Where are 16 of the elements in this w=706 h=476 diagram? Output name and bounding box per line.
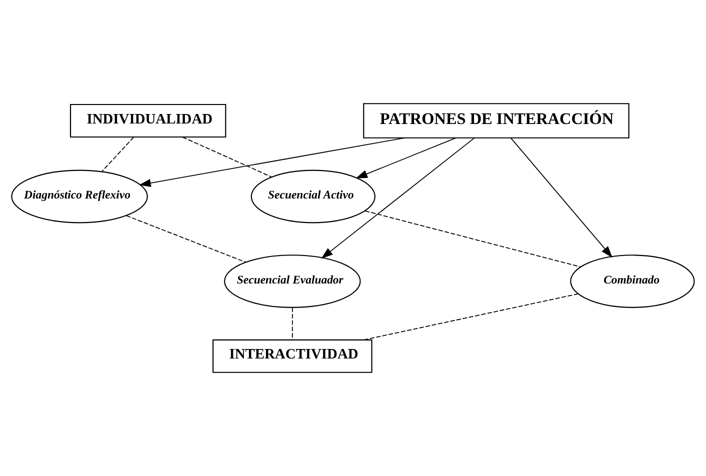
connector (364, 210, 582, 268)
arrow (356, 138, 456, 178)
arrow (321, 137, 475, 259)
node-ellipse: Diagnóstico Reflexivo (11, 170, 148, 224)
node-box: PATRONES DE INTERACCIÓN (363, 103, 630, 138)
connector (363, 293, 579, 340)
connector (182, 136, 272, 178)
node-box: INDIVIDUALIDAD (70, 104, 226, 138)
connector (292, 307, 293, 340)
connector (101, 136, 134, 172)
node-ellipse: Secuencial Evaluador (224, 254, 361, 308)
node-box: INTERACTIVIDAD (212, 339, 372, 373)
arrow (510, 137, 612, 258)
arrow (139, 137, 405, 188)
connector (126, 215, 246, 263)
node-ellipse: Combinado (570, 254, 695, 308)
